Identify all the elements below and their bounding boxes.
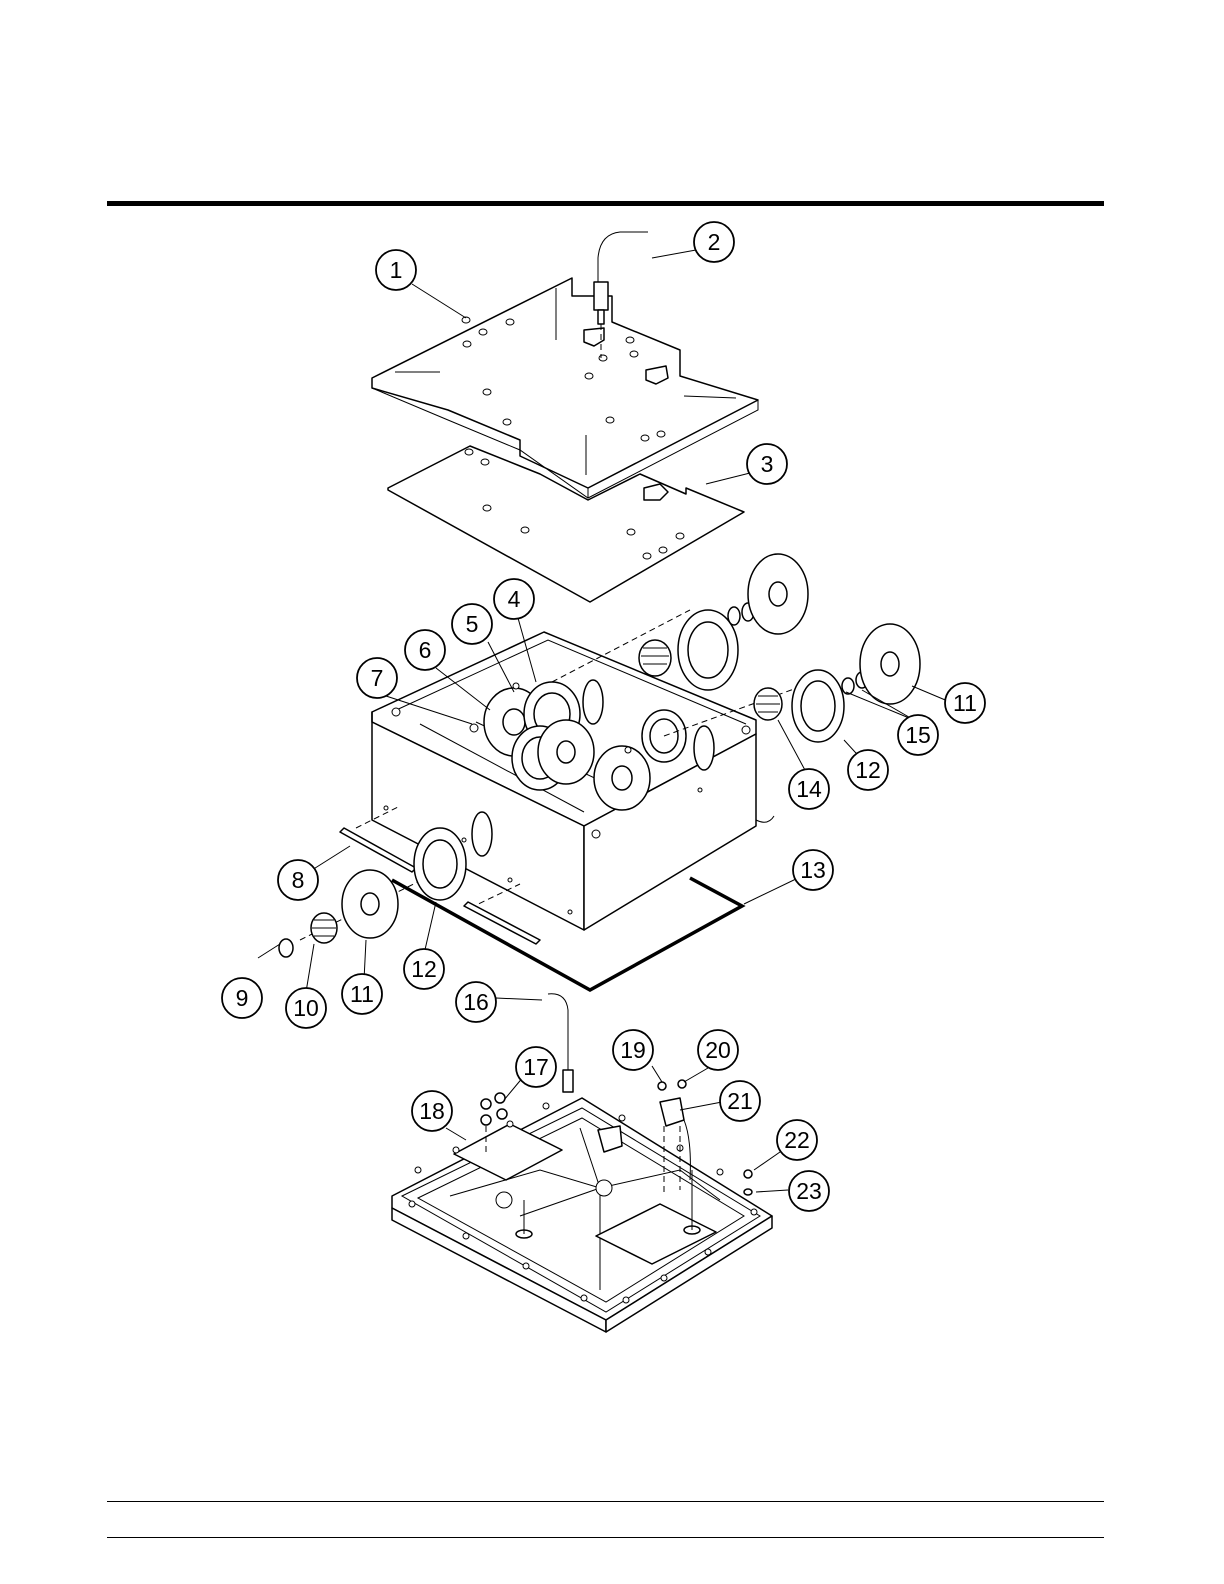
svg-text:5: 5 xyxy=(466,611,479,637)
callout-11-right: 11 xyxy=(945,683,985,723)
callout-8: 8 xyxy=(278,860,318,900)
svg-text:23: 23 xyxy=(796,1178,822,1204)
base-plate xyxy=(392,1098,772,1332)
svg-text:16: 16 xyxy=(463,989,489,1015)
svg-text:2: 2 xyxy=(708,229,721,255)
callout-4: 4 xyxy=(494,579,534,619)
callout-9: 9 xyxy=(222,978,262,1018)
svg-text:20: 20 xyxy=(705,1037,731,1063)
svg-text:9: 9 xyxy=(236,985,249,1011)
callout-23: 23 xyxy=(789,1171,829,1211)
svg-text:21: 21 xyxy=(727,1088,753,1114)
svg-text:22: 22 xyxy=(784,1127,810,1153)
svg-text:14: 14 xyxy=(796,776,822,802)
svg-text:13: 13 xyxy=(800,857,826,883)
svg-text:8: 8 xyxy=(292,867,305,893)
top-cover-plate xyxy=(372,278,758,498)
callout-21: 21 xyxy=(720,1081,760,1121)
callout-14: 14 xyxy=(789,769,829,809)
callout-7: 7 xyxy=(357,658,397,698)
callout-5: 5 xyxy=(452,604,492,644)
svg-text:11: 11 xyxy=(953,690,977,716)
callout-12-left: 12 xyxy=(404,949,444,989)
svg-text:18: 18 xyxy=(419,1098,445,1124)
svg-text:1: 1 xyxy=(390,257,403,283)
svg-text:3: 3 xyxy=(761,451,774,477)
callout-18: 18 xyxy=(412,1091,452,1131)
svg-text:7: 7 xyxy=(371,665,384,691)
callout-3: 3 xyxy=(747,444,787,484)
svg-text:4: 4 xyxy=(508,586,521,612)
callout-11-left: 11 xyxy=(342,974,382,1014)
svg-text:11: 11 xyxy=(350,981,374,1007)
callout-6: 6 xyxy=(405,630,445,670)
callout-16: 16 xyxy=(456,982,496,1022)
callout-15: 15 xyxy=(898,715,938,755)
svg-text:10: 10 xyxy=(293,995,319,1021)
callout-13: 13 xyxy=(793,850,833,890)
callout-20: 20 xyxy=(698,1030,738,1070)
svg-text:12: 12 xyxy=(855,757,881,783)
callout-2: 2 xyxy=(694,222,734,262)
callout-12-right: 12 xyxy=(848,750,888,790)
svg-text:17: 17 xyxy=(523,1054,549,1080)
svg-text:12: 12 xyxy=(411,956,437,982)
callout-22: 22 xyxy=(777,1120,817,1160)
callout-1: 1 xyxy=(376,250,416,290)
svg-text:6: 6 xyxy=(419,637,432,663)
svg-text:15: 15 xyxy=(905,722,931,748)
callout-19: 19 xyxy=(613,1030,653,1070)
callout-10: 10 xyxy=(286,988,326,1028)
callout-17: 17 xyxy=(516,1047,556,1087)
svg-text:19: 19 xyxy=(620,1037,646,1063)
